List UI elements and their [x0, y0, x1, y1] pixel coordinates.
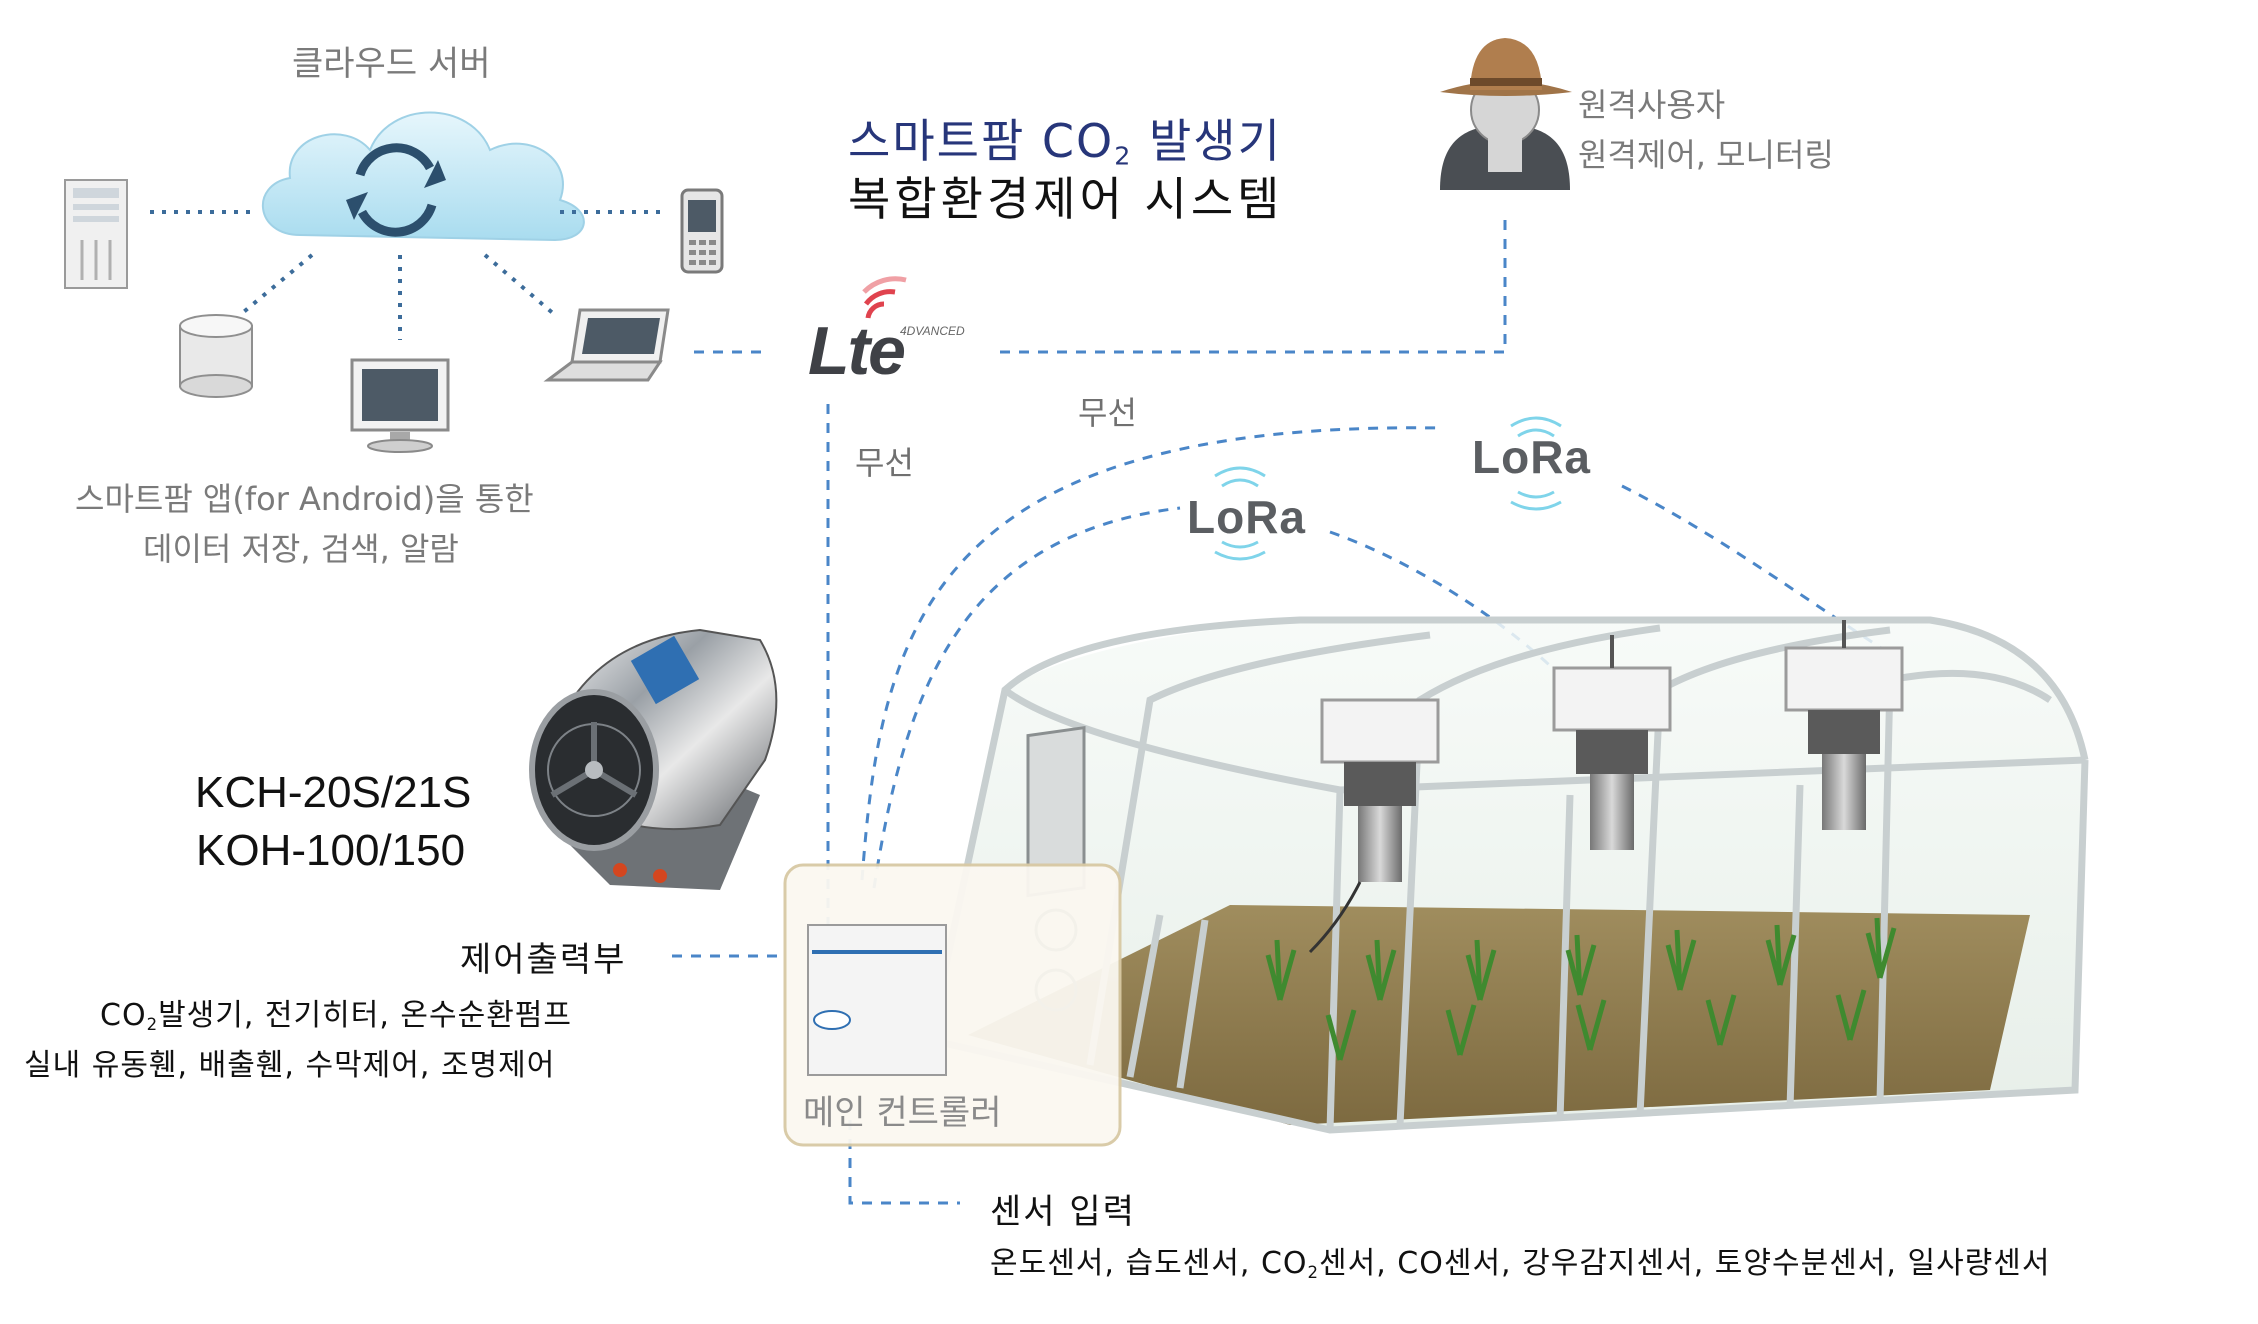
sensor-list-suffix: 센서, CO센서, 강우감지센서, 토양수분센서, 일사량센서 [1319, 1246, 2051, 1281]
sensor-list-prefix: 온도센서, 습도센서, CO [990, 1246, 1308, 1281]
lte-logo: Lte [808, 313, 906, 389]
cloud-server-label: 클라우드 서버 [292, 44, 491, 84]
control-co2-prefix: CO [100, 998, 147, 1033]
wireless-label-top: 무선 [1078, 394, 1137, 432]
lte-signal-icon [862, 276, 907, 319]
control-output-line2: 실내 유동휀, 배출휀, 수막제어, 조명제어 [24, 1048, 556, 1083]
lte-badge: 4DVANCED [900, 324, 965, 338]
control-co2-subscript: 2 [146, 1014, 159, 1034]
wireless-label-left: 무선 [855, 444, 914, 482]
farmer-user-icon [1440, 38, 1572, 190]
database-icon [179, 314, 253, 398]
control-output-devices: 발생기, 전기히터, 온수순환펌프 [158, 998, 573, 1033]
title-generator-suffix: 발생기 [1132, 114, 1282, 168]
laptop-icon [543, 308, 670, 382]
heater-model-line2: KOH-100/150 [196, 826, 466, 875]
remote-user-line1: 원격사용자 [1578, 86, 1726, 124]
title-co2-prefix: 스마트팜 CO [848, 114, 1115, 168]
desktop-monitor-icon [350, 358, 450, 453]
remote-user-line2: 원격제어, 모니터링 [1578, 136, 1834, 174]
cloud-server-icon [262, 111, 585, 242]
title-co2-subscript: 2 [1114, 141, 1133, 171]
plant-rows [1265, 917, 1897, 1061]
co2-heater-image [529, 628, 778, 890]
mobile-phone-icon [680, 188, 724, 274]
lora-logo-lower: LoRa [1187, 491, 1306, 543]
lora-wave-icons [1214, 416, 1562, 561]
system-title-line1: 스마트팜 CO2 발생기 [848, 105, 1282, 171]
sensor-co2-subscript: 2 [1307, 1262, 1320, 1282]
main-controller-image [783, 863, 1122, 1147]
control-output-line1: CO2발생기, 전기히터, 온수순환펌프 [100, 990, 572, 1034]
sensor-input-list: 온도센서, 습도센서, CO2센서, CO센서, 강우감지센서, 토양수분센서,… [990, 1238, 2050, 1282]
heater-model-line1: KCH-20S/21S [195, 768, 472, 817]
cloud-caption-line1: 스마트팜 앱(for Android)을 통한 [75, 480, 534, 518]
lora-logo-upper: LoRa [1472, 431, 1591, 483]
cloud-caption-line2: 데이터 저장, 검색, 알람 [143, 530, 459, 568]
system-title-line2: 복합환경제어 시스템 [848, 172, 1284, 226]
main-controller-label: 메인 컨트롤러 [803, 1093, 1002, 1133]
cloud-links [150, 210, 660, 340]
sensor-input-title: 센서 입력 [990, 1192, 1136, 1232]
control-output-title: 제어출력부 [460, 940, 627, 980]
greenhouse-sensor-3 [1784, 620, 1904, 830]
server-tower-icon [64, 179, 128, 289]
greenhouse-sensor-1 [1308, 698, 1440, 954]
greenhouse-image [926, 616, 2089, 1134]
greenhouse-sensor-2 [1552, 635, 1672, 850]
